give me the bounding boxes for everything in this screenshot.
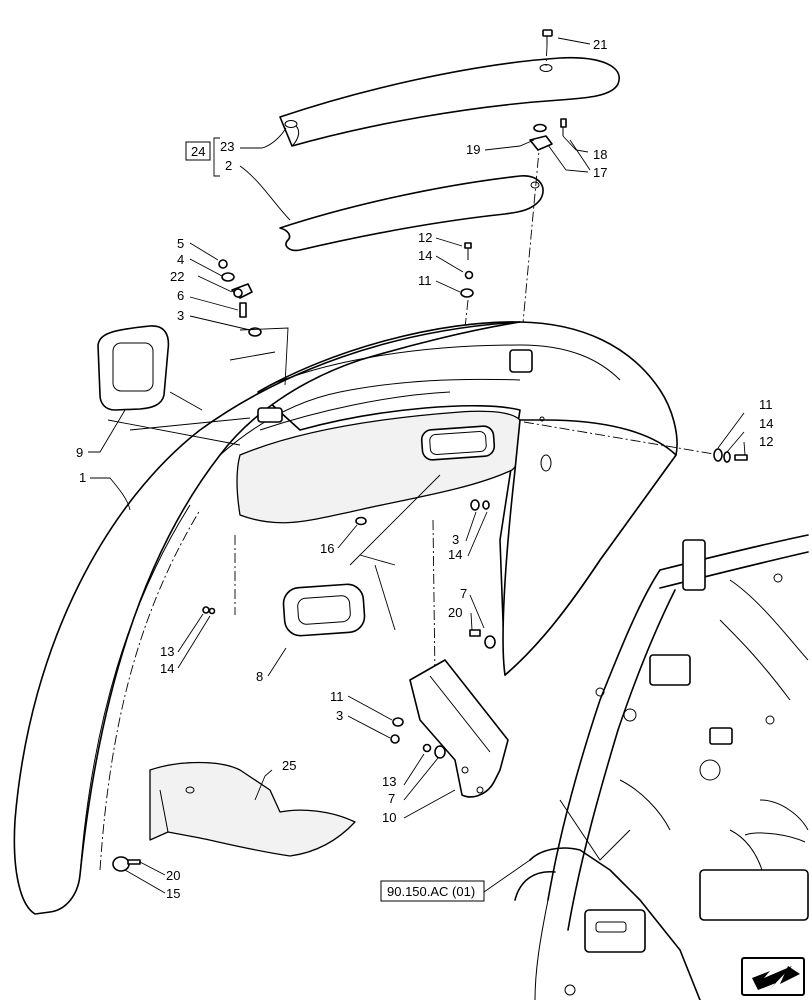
callout-label: 7 [460,586,467,601]
callout-label: 3 [177,308,184,323]
callout-label: 17 [593,165,607,180]
reference-link[interactable]: 90.150.AC (01) [380,880,485,902]
hardware-stack-middle [460,242,474,298]
callout-label: 13 [382,774,396,789]
callout-label: 8 [256,669,263,684]
callout-label: 12 [418,230,432,245]
bolt-21-icon [542,29,553,67]
bracket-10 [409,659,509,798]
fastener-16 [355,516,367,526]
mudflap-25 [149,761,356,857]
callout-label: 23 [220,139,234,154]
fastener-13-14-left [202,606,216,615]
callout-label: 11 [330,689,344,704]
leader-lines [88,37,746,894]
callout-label: 20 [166,868,180,883]
callout-label: 5 [177,236,184,251]
fender-extension-lower [279,175,544,252]
grommet-9 [97,325,170,411]
callout-label: 14 [759,416,773,431]
callout-label: 1 [79,470,86,485]
callout-label: 14 [418,248,432,263]
callout-label: 9 [76,445,83,460]
cab-frame [514,534,809,1000]
fastener-11-14-12-right [713,448,748,463]
fastener-11-3-lower [390,717,404,744]
fastener-3-14 [470,499,490,511]
callout-label: 18 [593,147,607,162]
callout-label: 13 [160,644,174,659]
group-bracket-24 [185,137,220,177]
callout-label: 19 [466,142,480,157]
callout-label: 14 [160,661,174,676]
callout-label: 11 [418,273,432,288]
fender-extension-upper [279,56,620,147]
callout-label: 22 [170,269,184,284]
callout-label: 3 [336,708,343,723]
callout-label: 3 [452,532,459,547]
callout-label: 14 [448,547,462,562]
seal-8 [282,583,366,637]
callout-label: 12 [759,434,773,449]
nav-arrow-button[interactable] [741,957,805,996]
callout-label: 15 [166,886,180,901]
rear-fender [13,321,678,915]
callout-label: 10 [382,810,396,825]
callout-label: 20 [448,605,462,620]
reference-link-label[interactable]: 90.150.AC (01) [387,884,475,899]
callout-label: 6 [177,288,184,303]
callout-label: 7 [388,791,395,806]
callout-label: 24 [191,144,205,159]
arrow-down-left-icon [752,966,800,990]
callout-labels: 24 21 23 2 19 18 17 5 4 22 6 3 12 14 11 … [76,37,773,901]
callout-label: 2 [225,158,232,173]
callout-label: 25 [282,758,296,773]
callout-label: 4 [177,252,184,267]
callout-label: 16 [320,541,334,556]
hardware-stack-left [218,259,262,337]
callout-label: 21 [593,37,607,52]
fastener-7-20 [469,629,496,649]
fastener-13-7-lower [422,743,446,759]
fastener-20-15 [112,856,141,872]
callout-label: 11 [759,397,773,412]
clip-17-icon [529,118,567,151]
